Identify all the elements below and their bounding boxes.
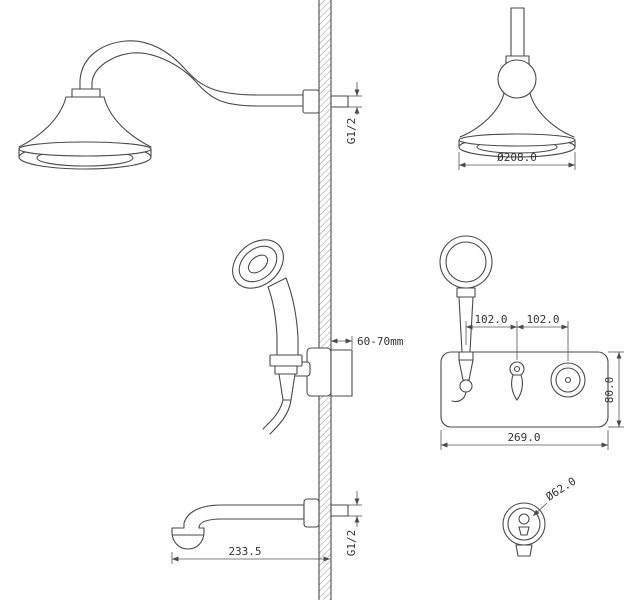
handset-head-front — [439, 235, 493, 289]
head-collar-nut — [71, 88, 101, 98]
left-port — [458, 351, 474, 361]
hose-hook — [451, 391, 467, 403]
diverter-lever — [511, 374, 523, 401]
dim-spout-thread-label: G1/2 — [345, 530, 358, 557]
knob-tab — [515, 544, 533, 557]
wall-bracket-plate — [306, 347, 332, 397]
bell-left-edge — [459, 92, 505, 138]
dim-valve-wall-depth: 60-70mm — [331, 335, 404, 349]
shower-arm-upper-edge — [79, 40, 304, 96]
rim-top-ellipse — [18, 141, 152, 157]
knob-detail-view: Ø62.0 — [502, 475, 579, 557]
left-port-ball — [459, 379, 473, 393]
diverter-mount — [509, 361, 525, 377]
dim-plate-width-label: 269.0 — [507, 431, 540, 444]
hand-shower-side-view — [232, 239, 353, 435]
supply-stub-top — [330, 95, 349, 108]
rain-shower-side-view — [18, 40, 349, 170]
dim-plate-height-label: 80.0 — [603, 377, 616, 404]
tub-spout-side-view — [171, 498, 349, 550]
shower-arm-lower-edge — [91, 52, 304, 107]
rim-top-ellipse — [458, 133, 576, 147]
left-port-cone — [458, 359, 474, 381]
dim-spout-length-label: 233.5 — [228, 545, 261, 558]
concealed-valve-body — [330, 349, 353, 397]
dim-head-diameter: Ø208.0 — [458, 151, 576, 170]
wall-section — [318, 0, 332, 600]
knob-leader-line — [532, 502, 548, 517]
knob-inner — [507, 507, 541, 541]
dim-head-diameter-label: Ø208.0 — [497, 151, 537, 164]
arm-wall-flange — [302, 89, 320, 114]
hose-connector — [278, 373, 296, 401]
dim-valve-wall-depth-label: 60-70mm — [357, 335, 404, 348]
hose-line — [269, 399, 292, 435]
bell-left-edge — [18, 96, 67, 148]
wall-hatch — [319, 0, 331, 600]
dim-port-spacing: 102.0 102.0 — [465, 313, 569, 361]
handset-nut — [456, 287, 476, 298]
ball-joint — [497, 59, 537, 99]
hose-line — [262, 399, 284, 430]
dim-plate-width: 269.0 — [440, 430, 609, 450]
bell-right-edge — [529, 92, 575, 138]
dim-arm-thread: G1/2 — [345, 82, 362, 144]
mixer-front-view — [439, 235, 609, 428]
dim-plate-height: 80.0 — [603, 351, 624, 428]
bell-right-edge — [103, 96, 152, 148]
dim-spout-length: 233.5 — [171, 545, 330, 564]
handset-head — [232, 239, 284, 289]
dim-spout-thread: G1/2 — [345, 491, 362, 556]
dim-port-spacing-left-label: 102.0 — [474, 313, 507, 326]
drop-pipe — [510, 7, 525, 58]
dim-knob-diameter-label: Ø62.0 — [544, 475, 579, 504]
rain-shower-front-view — [458, 7, 576, 158]
handle-nut — [269, 354, 303, 367]
handset-handle — [267, 277, 299, 356]
supply-stub-bottom — [330, 504, 349, 517]
dim-port-spacing-right-label: 102.0 — [526, 313, 559, 326]
dim-arm-thread-label: G1/2 — [345, 118, 358, 145]
spout-body — [171, 504, 305, 550]
spout-wall-flange — [303, 498, 320, 528]
